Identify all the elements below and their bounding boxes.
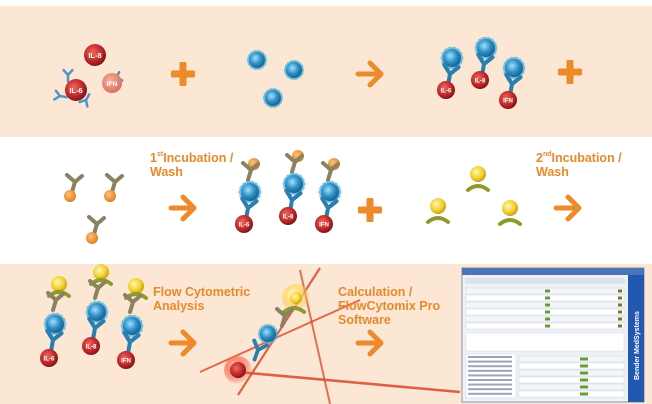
capture-antibody	[321, 161, 340, 182]
analyte-il8: IL-8	[471, 71, 489, 89]
antibody	[62, 68, 74, 83]
analyte-label: IFN	[121, 358, 131, 365]
bead-analyte-complex: IL-8	[471, 36, 498, 89]
label-second-incubation: 2ndIncubation / Wash	[536, 151, 622, 179]
arrow-right-icon-2	[168, 194, 197, 222]
capture-bead	[257, 324, 279, 344]
bead-analyte-complex: IFN	[499, 56, 526, 109]
analyte-ifn: IFN	[102, 73, 122, 93]
capture-bead	[238, 180, 262, 204]
panel-top	[0, 6, 652, 137]
analyte-label: IL-8	[283, 214, 294, 221]
plus-icon-3	[358, 198, 382, 222]
analyte-label: IL-6	[44, 356, 55, 363]
label-first-incubation: 1stIncubation / Wash	[150, 151, 234, 179]
laser-beams	[199, 267, 461, 404]
capture-bead	[440, 46, 464, 70]
capture-antibody	[123, 293, 142, 314]
antibody	[122, 330, 141, 355]
analyte-il6: IL-6	[40, 349, 58, 367]
software-sidebar-label: Bender MedSystems	[634, 311, 641, 380]
analyte-label: IL-6	[441, 88, 452, 95]
label-flow-cytometric-analysis: Flow Cytometric Analysis	[153, 285, 251, 313]
analyte-label: IL-6	[239, 222, 250, 229]
analyte-label: IL-8	[86, 344, 97, 351]
capture-bead	[43, 312, 67, 336]
antibody	[45, 328, 64, 353]
analyte-ifn: IFN	[315, 215, 333, 233]
capture-antibody	[46, 291, 65, 312]
software-window: Bender MedSystems	[461, 267, 645, 403]
arrow-right-icon-4	[168, 329, 197, 357]
capture-antibody	[105, 173, 124, 194]
analyte-il8: IL-8	[84, 44, 106, 66]
capture-bead	[246, 50, 268, 70]
bead-analyte-complex: IL-6	[437, 46, 464, 99]
analyte-label: IL-8	[88, 51, 101, 60]
arrow-right-icon-3	[553, 194, 582, 222]
antibody	[252, 338, 269, 362]
antibody	[53, 89, 68, 101]
arrow-right-icon-1	[355, 60, 384, 88]
capture-antibody	[65, 173, 84, 194]
analyte-il8: IL-8	[279, 207, 297, 225]
capture-antibody	[241, 161, 260, 182]
analyte-mixture: IL-8IL-6 IFN	[53, 44, 124, 108]
capture-antibody	[88, 279, 107, 300]
analyte-label: IL-6	[69, 86, 82, 95]
analyte-label: IFN	[107, 81, 118, 88]
capture-beads	[246, 50, 305, 108]
antibody	[87, 316, 106, 341]
capture-bead	[120, 314, 144, 338]
plus-icon-1	[171, 62, 195, 86]
arrow-right-icon-5	[355, 329, 384, 357]
capture-antibody	[275, 307, 294, 328]
analyte-label: IL-8	[475, 78, 486, 85]
detection-antibodies-free	[64, 173, 124, 244]
antibody	[78, 93, 91, 108]
capture-antibody	[87, 215, 106, 236]
capture-antibody	[285, 153, 304, 174]
analyte-label: IFN	[503, 98, 513, 105]
analyte-ifn: IFN	[499, 91, 517, 109]
analyte-il6: IL-6	[235, 215, 253, 233]
analyte-il8: IL-8	[82, 337, 100, 355]
capture-bead	[502, 56, 526, 80]
label-calculation-software: Calculation / FlowCytomix Pro Software	[338, 285, 441, 327]
analyte-il6: IL-6	[437, 81, 455, 99]
streptavidin-conjugates	[426, 166, 522, 226]
analyte-il6: IL-6	[65, 79, 87, 101]
capture-bead	[282, 172, 306, 196]
capture-bead	[283, 60, 305, 80]
capture-bead	[262, 88, 284, 108]
analyte-ifn: IFN	[117, 351, 135, 369]
plus-icon-2	[558, 60, 582, 84]
software-sidebar	[628, 275, 644, 402]
software-titlebar	[462, 268, 644, 275]
analyte-label: IFN	[319, 222, 329, 229]
complex-in-laser	[224, 284, 310, 384]
